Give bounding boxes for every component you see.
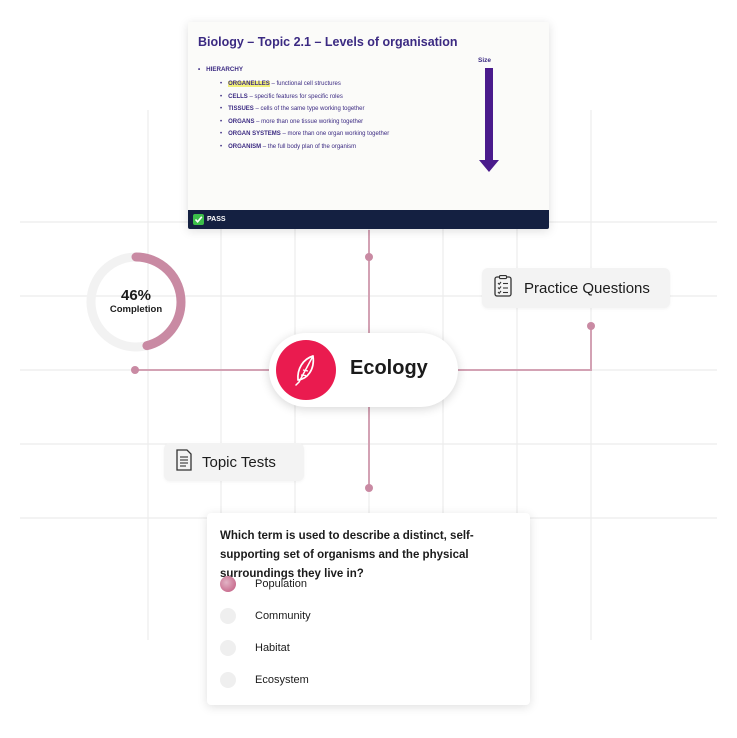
size-label: Size — [478, 57, 492, 64]
topic-tests-label: Topic Tests — [202, 453, 276, 471]
down-arrow-icon — [479, 68, 499, 172]
radio-unselected[interactable] — [220, 672, 236, 688]
slide-bullet-item: ORGANS – more than one tissue working to… — [220, 119, 389, 132]
completion-ring-arc — [86, 252, 186, 352]
pass-brand-text: PASS — [207, 216, 226, 223]
option-label: Population — [255, 578, 307, 590]
slide-bullet-item: ORGANISM – the full body plan of the org… — [220, 144, 389, 157]
slide-heading: HIERARCHY — [198, 66, 389, 73]
slide-bullet-item: CELLS – specific features for specific r… — [220, 94, 389, 107]
topic-tests-button[interactable]: Topic Tests — [164, 443, 304, 481]
connector-lines — [135, 230, 592, 488]
slide-bullet-item: ORGAN SYSTEMS – more than one organ work… — [220, 131, 389, 144]
slide-title: Biology – Topic 2.1 – Levels of organisa… — [198, 35, 458, 49]
quiz-card: Which term is used to describe a distinc… — [207, 513, 530, 705]
connector-dots — [131, 253, 595, 492]
radio-unselected[interactable] — [220, 640, 236, 656]
radio-unselected[interactable] — [220, 608, 236, 624]
checklist-icon — [494, 274, 512, 302]
option-label: Ecosystem — [255, 674, 309, 686]
document-icon — [175, 448, 193, 476]
pass-logo: PASS — [193, 214, 226, 225]
slide-bullet-item: ORGANELLES – functional cell structures — [220, 81, 389, 94]
completion-label: Completion — [109, 304, 163, 315]
quiz-option-ecosystem[interactable]: Ecosystem — [220, 670, 309, 690]
quiz-option-population[interactable]: Population — [220, 574, 307, 594]
option-label: Habitat — [255, 642, 290, 654]
quiz-question: Which term is used to describe a distinc… — [220, 530, 474, 580]
feather-icon — [295, 355, 315, 386]
check-logo-icon — [193, 214, 204, 225]
slide-bullet-list: HIERARCHY ORGANELLES – functional cell s… — [198, 66, 389, 156]
ecology-icon-badge — [276, 340, 336, 400]
practice-questions-button[interactable]: Practice Questions — [482, 268, 670, 308]
slide-bullet-item: TISSUES – cells of the same type working… — [220, 106, 389, 119]
completion-ring — [86, 252, 186, 352]
quiz-option-community[interactable]: Community — [220, 606, 311, 626]
option-label: Community — [255, 610, 311, 622]
quiz-option-habitat[interactable]: Habitat — [220, 638, 290, 658]
slide-preview-card[interactable]: Biology – Topic 2.1 – Levels of organisa… — [188, 22, 549, 229]
radio-selected[interactable] — [220, 576, 236, 592]
completion-percent: 46% — [120, 287, 152, 304]
slide-footer: PASS — [188, 210, 549, 229]
practice-questions-label: Practice Questions — [524, 279, 650, 297]
ecology-topic-button[interactable]: Ecology — [269, 333, 458, 407]
ecology-label: Ecology — [350, 357, 428, 379]
